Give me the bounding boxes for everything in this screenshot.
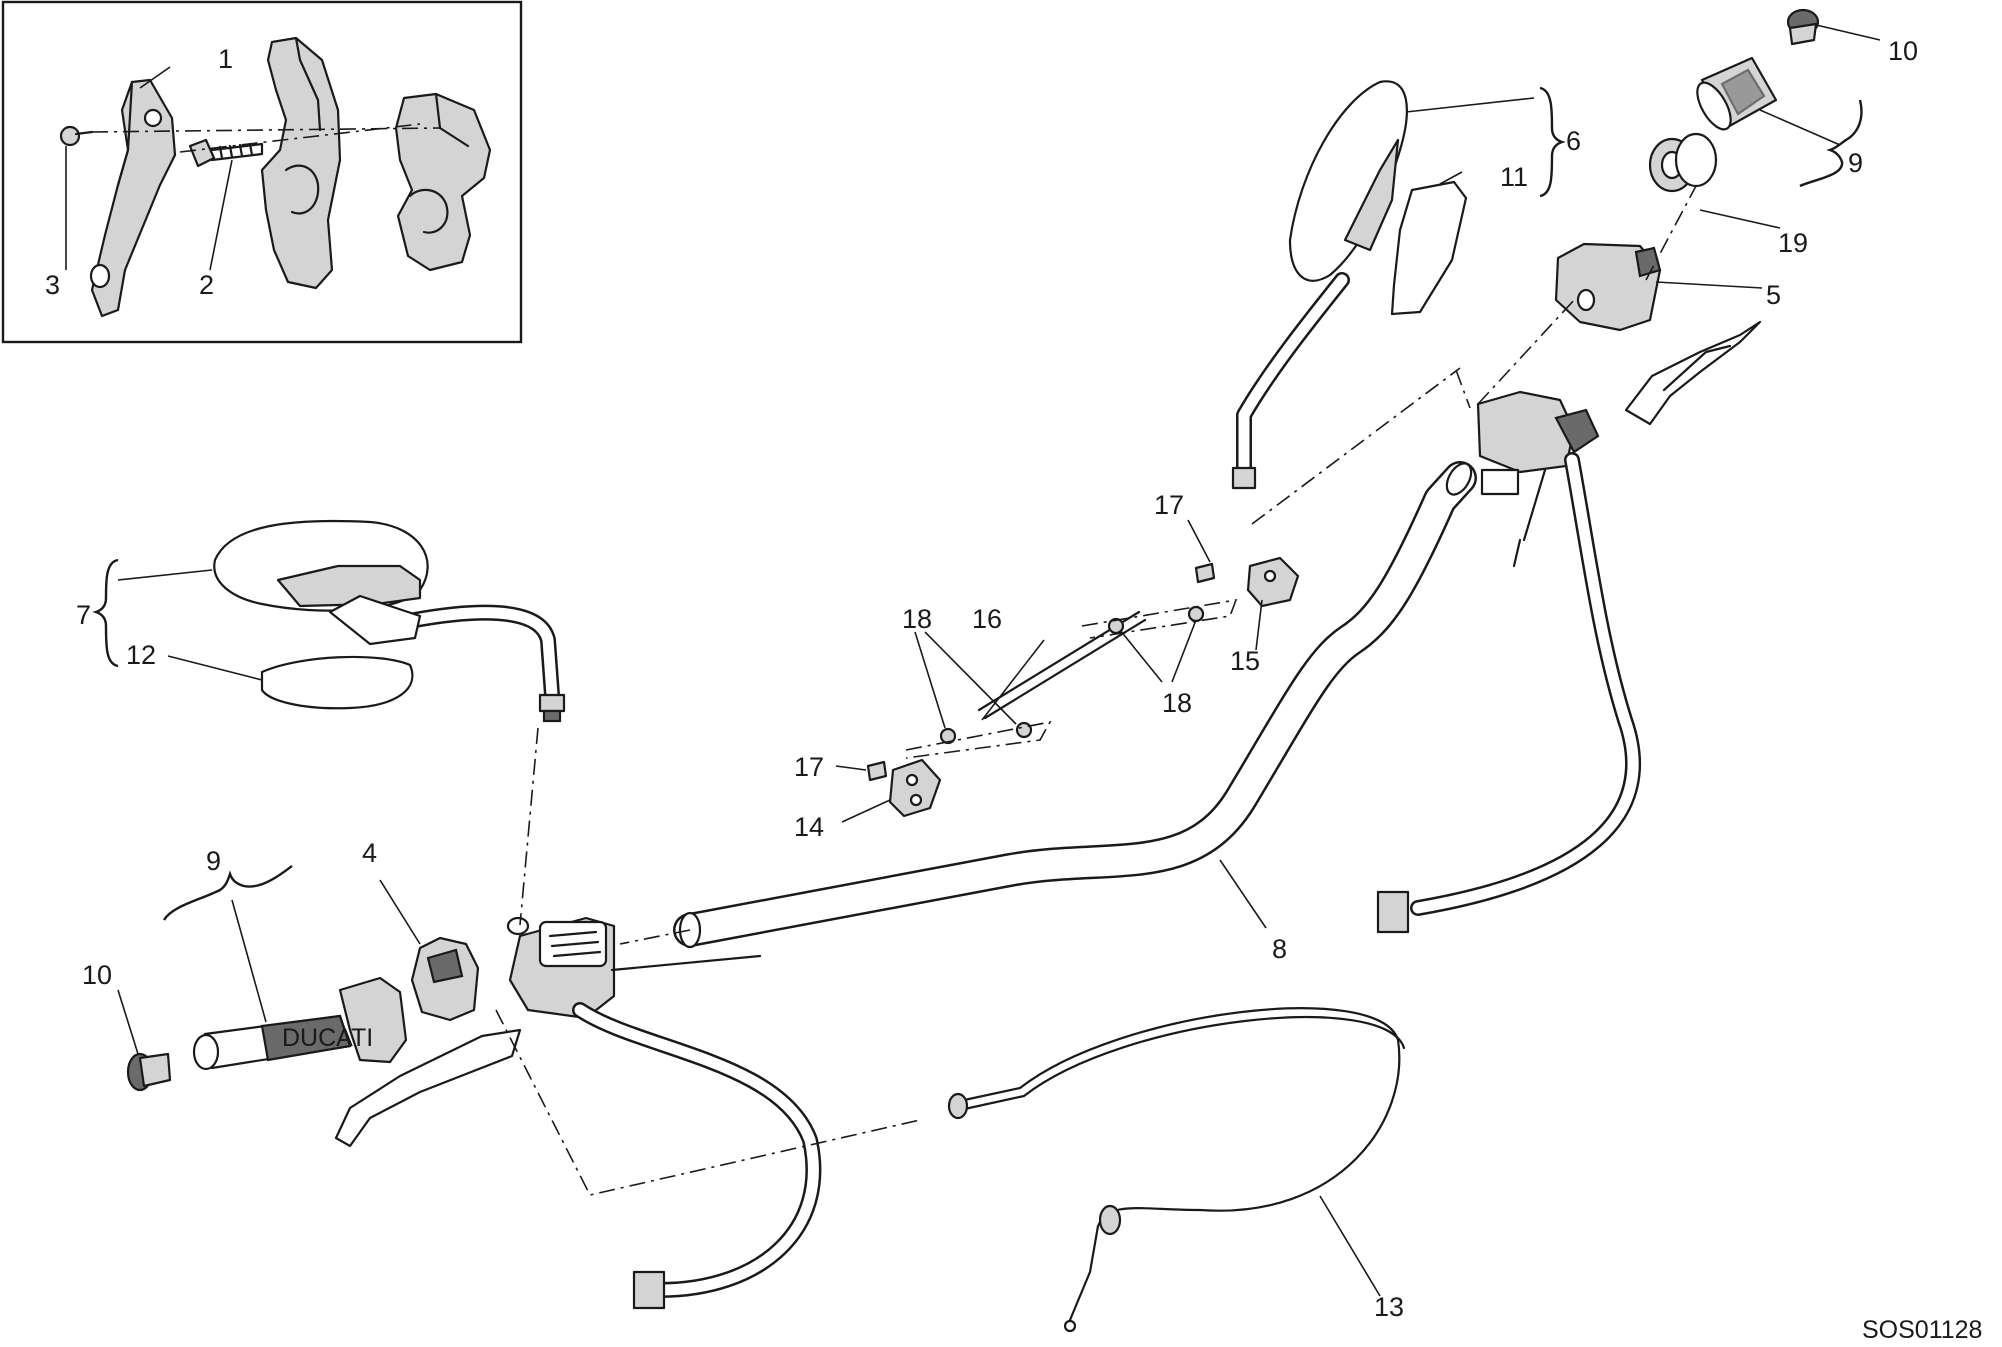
cable-part-13: [947, 1007, 1406, 1333]
callout-17-upper: 17: [1154, 490, 1184, 520]
left-master-cylinder: [506, 916, 762, 1020]
callout-2: 2: [199, 270, 214, 300]
callout-8: 8: [1272, 934, 1287, 964]
right-brake-lever: [1624, 320, 1762, 426]
callout-11: 11: [1500, 162, 1528, 192]
callout-5: 5: [1766, 280, 1781, 310]
clamp-part-15: [1246, 556, 1300, 608]
right-switch-connector: [1376, 890, 1410, 934]
callout-19: 19: [1778, 228, 1808, 258]
right-mirror-part-6: [1231, 80, 1408, 490]
left-mirror-part-7: [213, 519, 566, 723]
callout-9-right: 9: [1848, 148, 1863, 178]
left-bar-end-part-10: [126, 1052, 172, 1092]
screw-part-17-upper: [1194, 562, 1216, 584]
right-mirror-cover-part-11: [1390, 180, 1468, 316]
left-mirror-cover-part-12: [260, 655, 414, 710]
callout-15: 15: [1230, 646, 1260, 676]
left-switch-part-4: [410, 936, 480, 1022]
callout-4: 4: [362, 838, 377, 868]
callout-10-left: 10: [82, 960, 112, 990]
right-bar-end-part-10: [1786, 8, 1820, 46]
callout-1: 1: [218, 44, 233, 74]
callout-18-left: 18: [902, 604, 932, 634]
inset-bolt-part-2: [188, 138, 264, 168]
drawing-reference-code: SOS01128: [1862, 1316, 1982, 1344]
callout-13: 13: [1374, 1292, 1404, 1322]
left-brake-lever: [334, 1028, 522, 1148]
right-grip-ring: [1674, 132, 1718, 188]
inset-clamp-body: [260, 36, 342, 290]
callout-10-right: 10: [1888, 36, 1918, 66]
screw-part-17-lower: [866, 760, 888, 782]
group-braces: [92, 86, 1863, 921]
right-switch-part-5: [1554, 242, 1662, 332]
callout-14: 14: [794, 812, 824, 842]
callout-9-left: 9: [206, 846, 221, 876]
callout-16: 16: [972, 604, 1002, 634]
leader-lines: [117, 23, 1881, 1297]
detail-inset: [1, 0, 523, 344]
inset-half-clamp: [394, 92, 492, 272]
right-grip-part-9: [1696, 56, 1778, 131]
left-grip-part-9: DUCATI: [192, 976, 408, 1071]
washers-part-18: [939, 605, 1205, 745]
callout-7: 7: [76, 600, 91, 630]
inset-screw-part-3: [59, 125, 94, 147]
clamp-part-14: [888, 758, 942, 818]
callout-17-lower: 17: [794, 752, 824, 782]
callout-3: 3: [45, 270, 60, 300]
grip-branding: DUCATI: [282, 1024, 373, 1052]
callout-6: 6: [1566, 126, 1581, 156]
right-master-cylinder: [1476, 390, 1600, 568]
callout-18-right: 18: [1162, 688, 1192, 718]
assembly-axes: [495, 185, 1697, 1196]
callout-12: 12: [126, 640, 156, 670]
left-switch-connector: [632, 1270, 666, 1310]
handlebar-part-8: [619, 461, 1477, 949]
callout-labels: 1 2 3 4 5 6 7 8 9 9 10 10 11 12 13 14 15…: [45, 36, 1918, 1322]
